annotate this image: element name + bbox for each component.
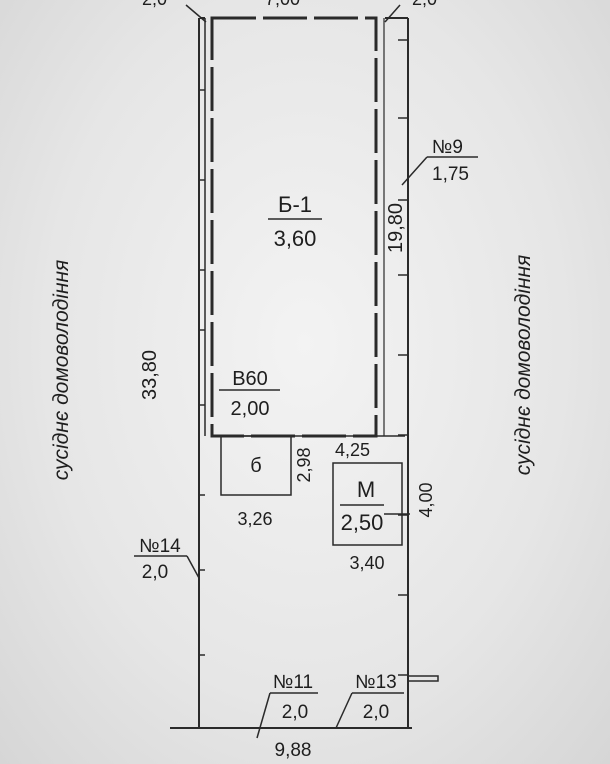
building-m-name: М xyxy=(357,477,375,502)
veranda-name: B60 xyxy=(232,368,268,390)
building-m-width: 3,40 xyxy=(349,553,384,573)
building-b1-name: Б-1 xyxy=(278,192,312,217)
top-left-label: 2,0 xyxy=(142,0,167,9)
building-m-outline xyxy=(332,462,403,546)
marker-9-name: №9 xyxy=(432,137,463,158)
building-b1-value: 3,60 xyxy=(274,226,317,251)
top-center-label: 7,00 xyxy=(265,0,300,9)
marker-11-value: 2,0 xyxy=(282,702,308,723)
marker-13-leader xyxy=(335,692,353,729)
ticks-left xyxy=(199,89,205,656)
plot-width-label: 9,88 xyxy=(275,740,312,761)
building-m-value: 2,50 xyxy=(341,510,384,535)
gate-symbol xyxy=(407,675,439,682)
dim-length-label: 19,80 xyxy=(385,203,407,253)
ticks-right xyxy=(398,39,408,676)
marker-13-value: 2,0 xyxy=(363,702,389,723)
top-left-leader xyxy=(185,4,207,23)
marker-11-name: №11 xyxy=(273,672,313,693)
top-right-leader xyxy=(384,4,401,23)
marker-11-leader xyxy=(256,692,271,739)
neighbor-left-label: сусіднє домоволодіння xyxy=(50,260,73,481)
building-m-depth: 4,00 xyxy=(416,482,436,517)
veranda-value: 2,00 xyxy=(231,398,270,420)
shed-b-width: 3,26 xyxy=(237,509,272,529)
dim-425-label: 4,25 xyxy=(335,440,370,460)
marker-14-leader xyxy=(186,555,200,579)
shed-b-name: б xyxy=(250,455,261,477)
marker-9-value: 1,75 xyxy=(432,164,469,185)
marker-14-name: №14 xyxy=(139,536,181,557)
top-right-label: 2,0 xyxy=(412,0,437,9)
plot-length-label: 33,80 xyxy=(139,350,161,400)
marker-9-leader xyxy=(401,156,428,186)
shed-b-depth: 2,98 xyxy=(294,447,314,482)
marker-14-value: 2,0 xyxy=(142,562,168,583)
marker-13-name: №13 xyxy=(355,672,397,693)
neighbor-right-label: сусіднє домоволодіння xyxy=(512,255,535,476)
shed-b-outline xyxy=(220,435,292,496)
